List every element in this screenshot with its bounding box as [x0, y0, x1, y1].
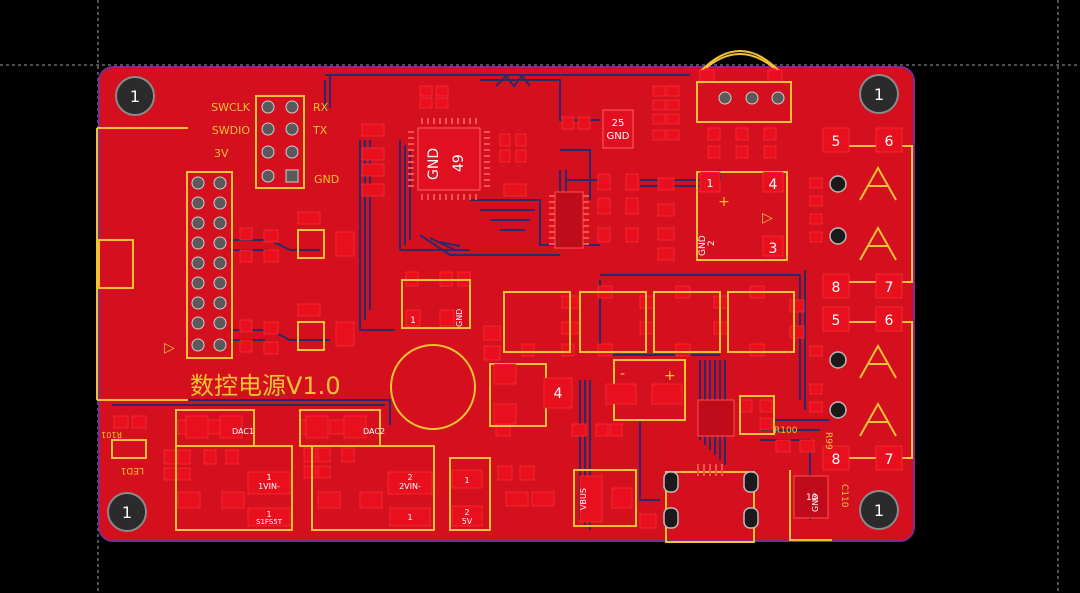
svg-text:S1FS5T: S1FS5T — [256, 518, 283, 526]
svg-text:LED1: LED1 — [121, 465, 144, 475]
opamp-ic — [697, 395, 775, 437]
rotary-encoder — [696, 50, 792, 123]
svg-text:4: 4 — [769, 177, 778, 193]
svg-text:-: - — [620, 366, 625, 382]
ldo-ic: 13 GND — [789, 470, 832, 541]
transistor-top — [297, 229, 355, 259]
svg-text:1: 1 — [707, 177, 714, 190]
output-connector-top: 5 6 8 7 — [822, 127, 913, 299]
label-c110: C110 — [839, 484, 849, 508]
svg-text:VBUS: VBUS — [579, 488, 588, 510]
svg-text:GND: GND — [698, 235, 708, 256]
buzzer-outline — [390, 344, 476, 430]
svg-text:2: 2 — [464, 508, 469, 517]
mount-hole-bottom-left: 1 — [107, 492, 147, 532]
svg-text:GND: GND — [811, 494, 820, 512]
vin2-regulator: 2 2VIN- 1 — [311, 445, 435, 531]
svg-text:DAC1: DAC1 — [232, 427, 254, 436]
svg-text:+: + — [718, 194, 730, 210]
svg-text:1: 1 — [130, 87, 140, 106]
svg-text:6: 6 — [885, 313, 894, 329]
svg-text:2: 2 — [707, 240, 717, 246]
swd-label-swdio: SWDIO — [212, 124, 251, 137]
electrolytic-capacitor: - + — [605, 359, 686, 421]
svg-text:25: 25 — [612, 118, 625, 129]
inductor: 4 — [489, 363, 573, 427]
display-connector-outline — [96, 127, 188, 401]
svg-text:6: 6 — [885, 134, 894, 150]
mcu-chip: GND 49 — [408, 118, 490, 200]
swd-label-rx: RX — [313, 101, 329, 114]
board-title: 数控电源V1.0 — [190, 372, 341, 400]
v5-regulator: 1 2 5V — [449, 457, 491, 531]
svg-text:7: 7 — [885, 452, 894, 468]
usb-connector — [663, 464, 759, 543]
svg-text:7: 7 — [885, 280, 894, 296]
svg-text:5V: 5V — [462, 517, 473, 526]
regulator: 1 4 3 + ▷ GND 2 — [696, 171, 788, 261]
svg-text:5: 5 — [832, 313, 841, 329]
swd-header: SWCLK SWDIO 3V RX TX GND — [211, 95, 339, 189]
svg-text:1: 1 — [407, 513, 412, 522]
svg-text:13: 13 — [806, 493, 817, 503]
led-status: R101 LED1 — [101, 415, 147, 475]
output-connector-bottom: 5 6 8 7 — [822, 306, 913, 471]
mount-hole-top-right: 1 — [859, 74, 899, 114]
svg-text:DAC2: DAC2 — [363, 427, 385, 436]
svg-text:+: + — [664, 368, 676, 384]
swd-label-tx: TX — [312, 124, 328, 137]
swd-label-gnd: GND — [314, 173, 339, 186]
svg-text:1: 1 — [410, 316, 416, 326]
mount-hole-bottom-right: 1 — [859, 490, 899, 530]
mcu-pin-label: 49 — [451, 154, 467, 172]
svg-text:1: 1 — [874, 85, 884, 104]
swd-label-swclk: SWCLK — [211, 101, 251, 114]
svg-text:▷: ▷ — [762, 210, 773, 226]
svg-text:2: 2 — [407, 473, 412, 482]
svg-text:1: 1 — [122, 503, 132, 522]
transistor-bottom — [297, 321, 355, 351]
resistor-array — [503, 291, 795, 353]
svg-text:3: 3 — [769, 241, 778, 257]
small-ic: 25 GND — [602, 109, 634, 149]
svg-text:1: 1 — [266, 473, 271, 482]
svg-text:2VIN-: 2VIN- — [399, 482, 421, 491]
ssop-ic — [549, 191, 589, 249]
vin1-regulator: 1 1VIN- 1 S1FS5T — [175, 445, 293, 531]
svg-text:1: 1 — [464, 476, 469, 485]
svg-text:1VIN-: 1VIN- — [258, 482, 280, 491]
svg-text:R101: R101 — [101, 430, 122, 439]
svg-text:1: 1 — [266, 510, 271, 519]
sot-ic-gnd: 1 GND — [401, 279, 471, 329]
svg-text:GND: GND — [455, 309, 464, 327]
label-r99: R99 — [823, 432, 833, 450]
svg-text:▷: ▷ — [164, 340, 175, 356]
svg-text:8: 8 — [832, 280, 841, 296]
svg-text:4: 4 — [554, 386, 563, 402]
mcu-gnd-label: GND — [426, 148, 442, 180]
mount-hole-top-left: 1 — [115, 76, 155, 116]
svg-text:1: 1 — [874, 501, 884, 520]
header-2x9: ▷ — [164, 171, 233, 359]
swd-label-3v: 3V — [214, 147, 229, 160]
svg-text:GND: GND — [607, 131, 630, 142]
svg-text:8: 8 — [832, 452, 841, 468]
vbus-regulator: VBUS — [573, 469, 657, 529]
svg-text:5: 5 — [832, 134, 841, 150]
label-r100: R100 — [774, 426, 798, 436]
